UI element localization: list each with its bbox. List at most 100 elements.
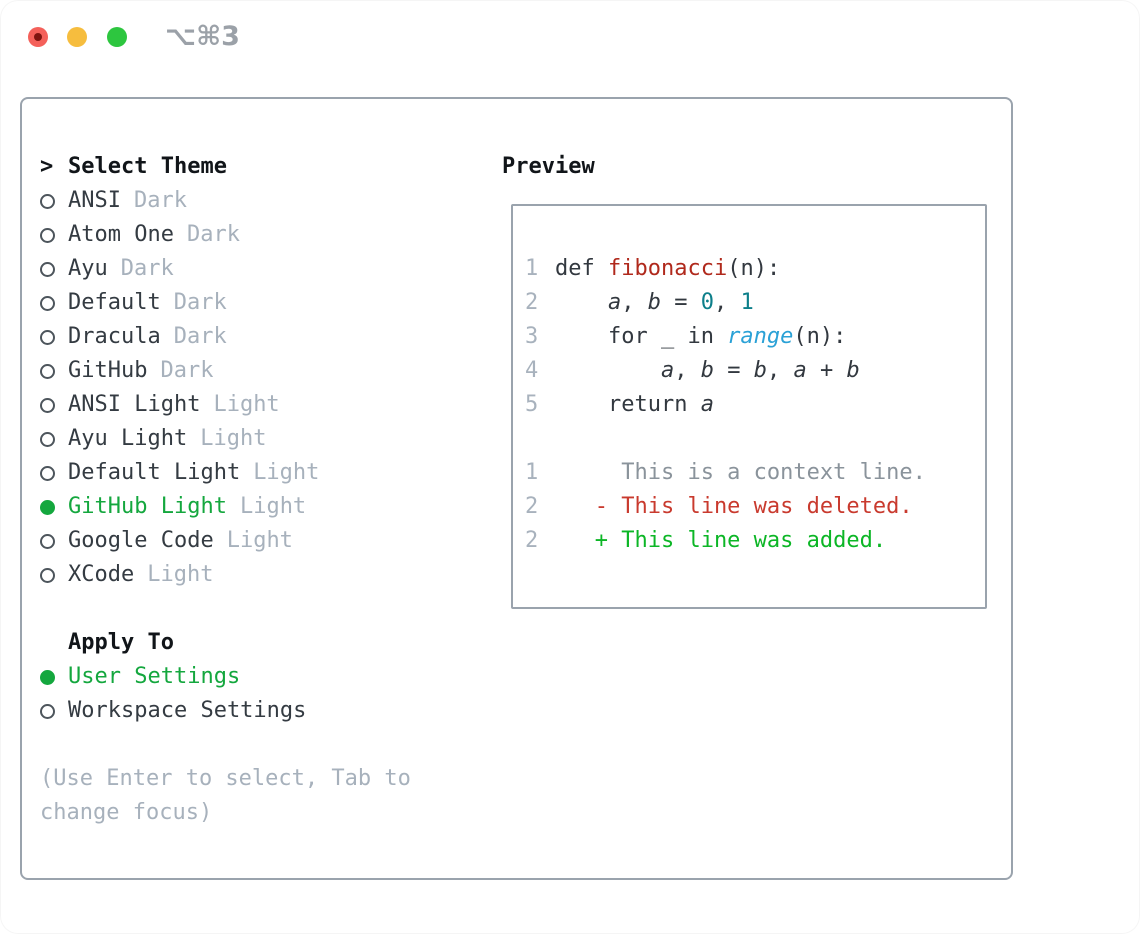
code-token: = (713, 358, 754, 383)
theme-variant: Light (147, 562, 214, 587)
line-number: 5 (525, 392, 539, 417)
theme-variant: Light (200, 426, 267, 451)
theme-option[interactable]: ANSI Light Light (40, 388, 319, 422)
apply-option[interactable]: User Settings (40, 660, 306, 694)
code-token: (n): (793, 324, 847, 349)
theme-option[interactable]: Ayu Light Light (40, 422, 319, 456)
radio-icon (40, 295, 55, 311)
line-number: 2 (525, 528, 539, 553)
theme-option[interactable]: XCode Light (40, 558, 319, 592)
radio-icon (40, 363, 55, 379)
theme-name: GitHub Light (68, 494, 227, 519)
theme-option[interactable]: Ayu Dark (40, 252, 319, 286)
window-shortcut-label: ⌥⌘3 (165, 21, 240, 52)
blank-line (525, 422, 926, 456)
theme-variant: Dark (160, 358, 214, 383)
theme-name: GitHub (68, 358, 148, 383)
preview-box: 1 def fibonacci (n): 2 a, b = 0, 1 3 for _ i… (511, 204, 987, 609)
code-line: 3 for _ in range(n): (525, 320, 926, 354)
code-token: , (713, 290, 741, 315)
theme-name: Default (68, 290, 161, 315)
code-token: a (607, 290, 622, 315)
theme-name: Ayu Light (68, 426, 188, 451)
apply-option[interactable]: Workspace Settings (40, 694, 306, 728)
diff-line: 2 - This line was deleted. (525, 490, 926, 524)
code-token: b (700, 358, 714, 383)
theme-variant: Dark (120, 256, 174, 281)
code-token: a (700, 392, 714, 417)
apply-option-label: User Settings (68, 664, 241, 689)
code-token: b (753, 358, 767, 383)
theme-option[interactable]: ANSI Dark (40, 184, 319, 218)
theme-option[interactable]: Google Code Light (40, 524, 319, 558)
theme-name: Google Code (68, 528, 214, 553)
code-token: def (555, 256, 608, 281)
theme-name: ANSI (68, 188, 121, 213)
theme-name: ANSI Light (68, 392, 201, 417)
theme-name: XCode (68, 562, 135, 587)
code-token: a (793, 358, 807, 383)
theme-variant: Light (239, 494, 307, 519)
radio-icon (40, 567, 55, 583)
code-token: , (674, 358, 701, 383)
code-token: = (660, 290, 701, 315)
radio-icon (40, 431, 55, 447)
line-number: 4 (525, 358, 539, 383)
code-token: fibonacci (607, 256, 728, 281)
radio-selected-icon (40, 499, 55, 515)
theme-name: Ayu (68, 256, 108, 281)
prompt-icon: > (40, 154, 54, 179)
radio-icon (40, 227, 55, 243)
code-token: b (647, 290, 661, 315)
theme-variant: Light (213, 392, 280, 417)
radio-icon (40, 261, 55, 277)
theme-name: Dracula (68, 324, 161, 349)
select-theme-title: Select Theme (68, 154, 227, 179)
code-token: - This line was deleted. (555, 494, 913, 519)
theme-name: Atom One (68, 222, 174, 247)
theme-name: Default Light (68, 460, 241, 485)
code-token: range (727, 324, 794, 349)
theme-option[interactable]: GitHub Dark (40, 354, 319, 388)
radio-icon (40, 533, 55, 549)
code-token: for _ in (555, 324, 728, 349)
hint-text: (Use Enter to select, Tab to change focu… (40, 766, 411, 825)
code-token: b (846, 358, 860, 383)
diff-line: 2 + This line was added. (525, 524, 926, 558)
theme-variant: Dark (186, 222, 240, 247)
theme-variant: Dark (173, 290, 227, 315)
code-token: This is a context line. (555, 460, 926, 485)
minimize-button[interactable] (67, 27, 87, 47)
code-token: a (660, 358, 675, 383)
code-token: + (806, 358, 847, 383)
code-token (555, 358, 661, 383)
line-number: 2 (525, 290, 539, 315)
line-number: 3 (525, 324, 539, 349)
code-token: 0 (700, 290, 714, 315)
theme-variant: Dark (133, 188, 187, 213)
diff-line: 1 This is a context line. (525, 456, 926, 490)
theme-option[interactable]: GitHub Light Light (40, 490, 319, 524)
preview-lines: 1 def fibonacci (n): 2 a, b = 0, 1 3 for _ i… (525, 252, 926, 558)
code-token: 1 (740, 290, 754, 315)
code-token (555, 290, 608, 315)
apply-option-label: Workspace Settings (68, 698, 307, 723)
code-token: , (621, 290, 648, 315)
code-line: 5 return a (525, 388, 926, 422)
radio-selected-icon (40, 669, 55, 685)
line-number: 1 (525, 256, 539, 281)
radio-icon (40, 465, 55, 481)
close-button[interactable] (28, 27, 48, 47)
code-token: return (555, 392, 701, 417)
code-line: 4 a, b = b, a + b (525, 354, 926, 388)
line-number: 2 (525, 494, 539, 519)
theme-variant: Light (226, 528, 293, 553)
theme-option[interactable]: Atom One Dark (40, 218, 319, 252)
theme-option[interactable]: Default Dark (40, 286, 319, 320)
zoom-button[interactable] (107, 27, 127, 47)
